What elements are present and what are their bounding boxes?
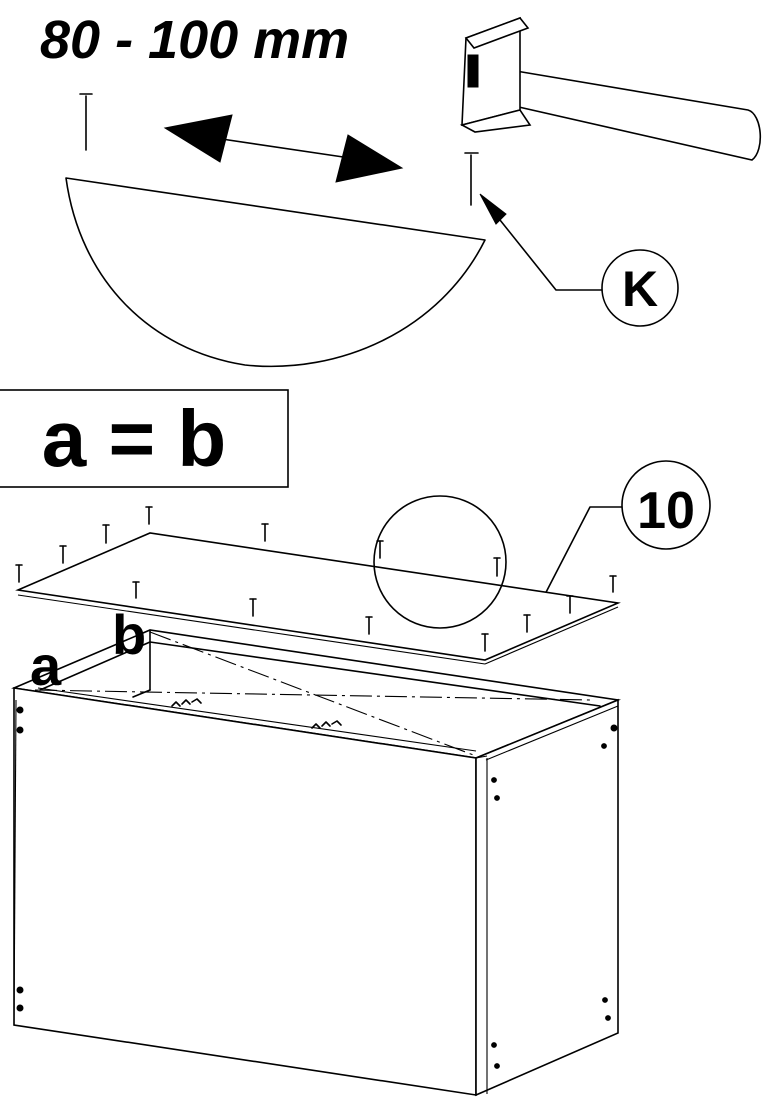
diagonal-label-a: a [30,634,62,697]
back-panel [15,532,621,661]
spacing-label: 80 - 100 mm [40,10,349,70]
spacing-arrow-icon [163,114,404,183]
equation-text: a = b [42,394,227,483]
nail-icon [464,152,479,206]
detail-circle [373,495,507,629]
diagonal-label-b: b [112,603,146,666]
part-callout: 10 [637,482,695,540]
callout-circle-k [601,249,679,327]
fastener-callout: K [622,261,658,317]
nail-icon [79,93,93,151]
callout-leader-k [479,193,604,291]
cabinet-holes [16,706,618,1069]
callout-leader-10 [540,506,623,603]
panel-detail-halfdisc [65,177,486,368]
hammer-icon [459,16,762,161]
panel-nails [15,506,617,652]
callout-circle-10 [621,460,711,550]
equation-box [0,389,289,488]
cabinet-carcass [11,629,621,1097]
